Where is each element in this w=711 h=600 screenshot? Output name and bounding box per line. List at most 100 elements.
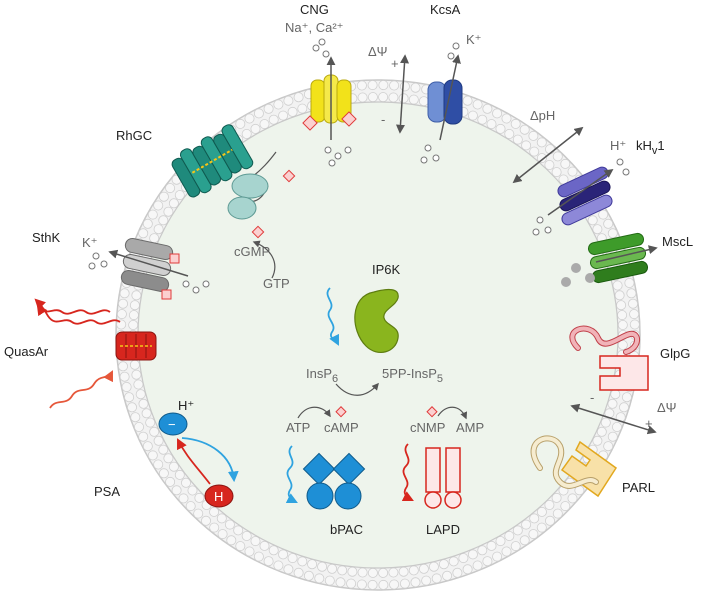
lipid-head (335, 577, 346, 588)
lipid-head (226, 535, 237, 546)
lipid-head (486, 119, 497, 130)
lipid-head (462, 95, 473, 106)
cgmp-label: cGMP (234, 244, 270, 259)
atp-label: ATP (286, 420, 310, 435)
lipid-head (495, 123, 506, 134)
lipid-head (171, 485, 182, 496)
lipid-head (357, 567, 368, 578)
lipid-head (283, 95, 294, 106)
membrane-potential-right: - + ΔΨ (570, 390, 677, 435)
lipid-head (149, 426, 160, 437)
lipid-head (165, 183, 176, 194)
lipid-head (119, 288, 130, 299)
lipid-head (438, 559, 449, 570)
dpsi-right-label: ΔΨ (657, 400, 677, 415)
lipid-head (452, 567, 463, 578)
lipid-head (486, 540, 497, 551)
lipid-head (241, 128, 252, 139)
lipid-head (297, 103, 308, 114)
lipid-head (418, 563, 429, 574)
khv1-ion-label: H⁺ (610, 138, 626, 153)
lipid-head (492, 108, 503, 119)
lipid-head (283, 564, 294, 575)
lipid-head (367, 567, 378, 578)
lipid-head (388, 567, 399, 578)
psa-pump: PSA H⁺ − H (94, 398, 239, 508)
camp-reaction: ATP cAMP (286, 406, 359, 435)
lipid-head (129, 359, 140, 370)
lipid-head (603, 441, 614, 452)
lipid-head (552, 508, 563, 519)
lipid-head (629, 309, 640, 320)
lipid-head (142, 441, 153, 452)
glpg-label: GlpG (660, 346, 690, 361)
lipid-head (118, 298, 129, 309)
lipid-head (224, 519, 235, 530)
lipid-head (259, 540, 270, 551)
lipid-head (314, 573, 325, 584)
lipid-head (567, 493, 578, 504)
lipid-head (278, 110, 289, 121)
psa-h-mark: H (214, 489, 223, 504)
lipid-head (567, 166, 578, 177)
lipid-head (504, 531, 515, 542)
lipid-head (536, 506, 547, 517)
lipid-head (273, 99, 284, 110)
lipid-head (293, 92, 304, 103)
lipid-head (600, 417, 611, 428)
lipid-head (617, 319, 628, 330)
lipid-head (462, 564, 473, 575)
lipid-head (587, 215, 598, 226)
kcsa-label: KcsA (430, 2, 461, 17)
lipid-head (378, 567, 389, 578)
lipid-head (180, 477, 191, 488)
lipid-head (552, 151, 563, 162)
lipid-head (163, 453, 174, 464)
lipid-head (458, 553, 469, 564)
lipid-head (512, 525, 523, 536)
gtp-label: GTP (263, 276, 290, 291)
lipid-head (253, 551, 264, 562)
parl-protease: PARL (530, 435, 655, 498)
lipid-head (510, 541, 521, 552)
lipid-head (235, 541, 246, 552)
lipid-head (545, 515, 556, 526)
lipid-head (168, 198, 179, 209)
lipid-head (626, 288, 637, 299)
lipid-head (259, 119, 270, 130)
lipid-head (619, 402, 630, 413)
lipid-head (133, 379, 144, 390)
cng-ions-label: Na⁺, Ca²⁺ (285, 20, 344, 35)
lipid-head (241, 531, 252, 542)
lipid-head (307, 559, 318, 570)
lipid-head (378, 579, 389, 590)
lipid-head (448, 556, 459, 567)
quasar-label: QuasAr (4, 344, 49, 359)
lipid-head (603, 218, 614, 229)
lipid-head (130, 412, 141, 423)
lipid-head (472, 560, 483, 571)
lipid-head (492, 551, 503, 562)
lipid-head (536, 522, 547, 533)
lipid-head (165, 476, 176, 487)
lipid-head (356, 579, 367, 590)
lipid-head (410, 577, 421, 588)
cnmp-reaction: cNMP AMP (410, 406, 484, 435)
lipid-head (119, 371, 130, 382)
lipid-head (263, 556, 274, 567)
lipid-head (596, 426, 607, 437)
ip6k-label: IP6K (372, 262, 401, 277)
lipid-head (250, 123, 261, 134)
lipid-head (149, 233, 160, 244)
khv1-channel: H⁺ kHv1 (532, 138, 665, 236)
lipid-head (467, 110, 478, 121)
lipid-head (410, 82, 421, 93)
lipid-head (477, 545, 488, 556)
bpac-label: bPAC (330, 522, 363, 537)
lipid-head (153, 459, 164, 470)
lipid-head (418, 96, 429, 107)
lipid-head (116, 309, 127, 320)
lipid-head (147, 209, 158, 220)
lipid-head (168, 461, 179, 472)
